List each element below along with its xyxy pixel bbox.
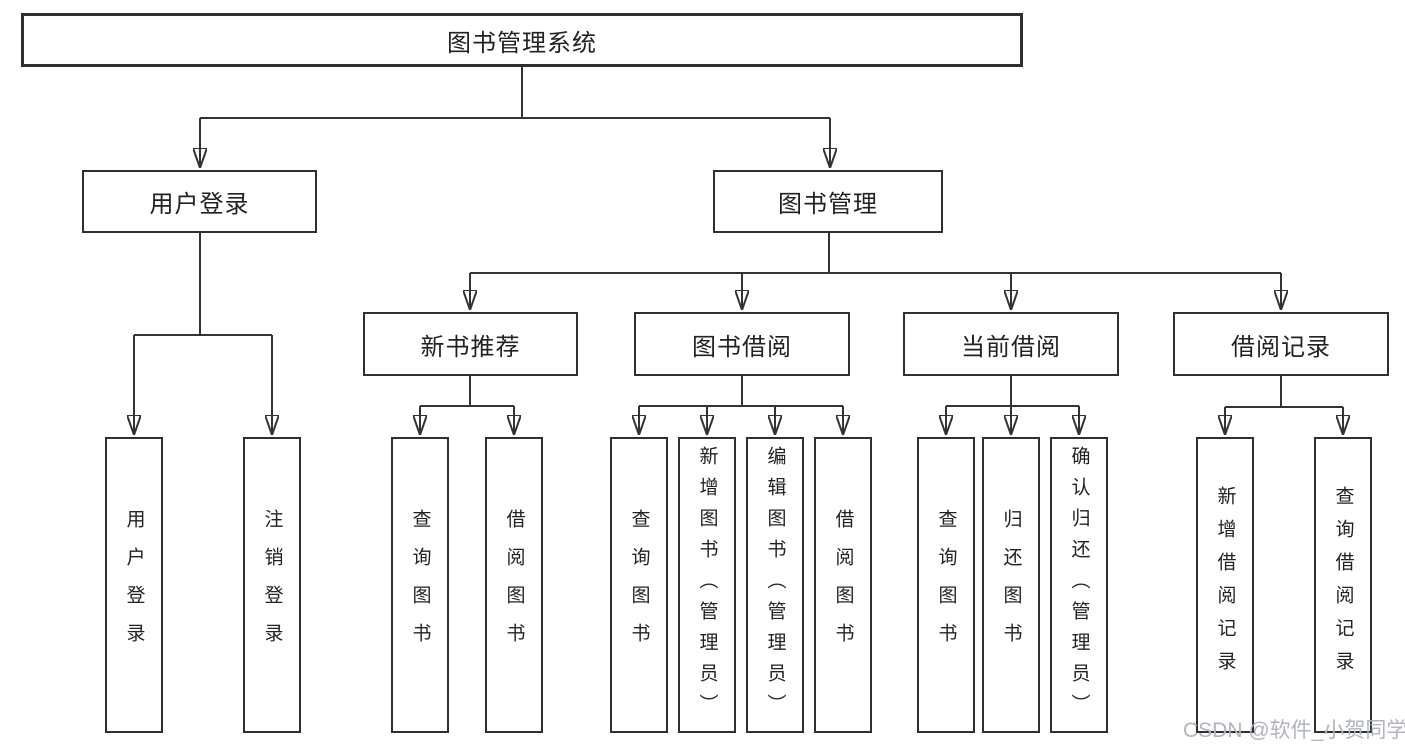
node-current-borrowing: 当前借阅 — [903, 312, 1119, 376]
leaf-logout: 注销登录 — [243, 437, 301, 733]
leaf-confirm-return-admin: 确认归还（管理员） — [1050, 437, 1108, 733]
leaf-add-books-admin: 新增图书（管理员） — [678, 437, 736, 733]
node-borrowing-records: 借阅记录 — [1173, 312, 1389, 376]
connector-root-split — [200, 67, 830, 119]
csdn-watermark: CSDN @软件_小贺同学 — [1183, 719, 1405, 742]
connector-user-login-split — [134, 233, 272, 336]
connector-new-book-split — [420, 376, 514, 407]
leaf-borrow-books-recommend: 借阅图书 — [485, 437, 543, 733]
node-user-login: 用户登录 — [82, 170, 317, 233]
connector-book-management-split — [470, 233, 1281, 274]
node-book-borrowing: 图书借阅 — [634, 312, 850, 376]
connector-borrow-records-split — [1225, 376, 1343, 408]
connector-book-borrow-split — [639, 376, 843, 407]
leaf-query-books-borrow: 查询图书 — [610, 437, 668, 733]
leaf-return-books: 归还图书 — [982, 437, 1040, 733]
leaf-user-login: 用户登录 — [105, 437, 163, 733]
leaf-borrow-books-borrow: 借阅图书 — [814, 437, 872, 733]
connector-current-borrow-split — [946, 376, 1079, 407]
node-new-book-recommendation: 新书推荐 — [363, 312, 578, 376]
leaf-query-books-current: 查询图书 — [917, 437, 975, 733]
leaf-edit-books-admin: 编辑图书（管理员） — [746, 437, 804, 733]
leaf-query-borrow-record: 查询借阅记录 — [1314, 437, 1372, 733]
leaf-add-borrow-record: 新增借阅记录 — [1196, 437, 1254, 733]
node-book-management: 图书管理 — [713, 170, 943, 233]
node-library-management-system: 图书管理系统 — [21, 13, 1023, 67]
leaf-query-books-recommend: 查询图书 — [391, 437, 449, 733]
